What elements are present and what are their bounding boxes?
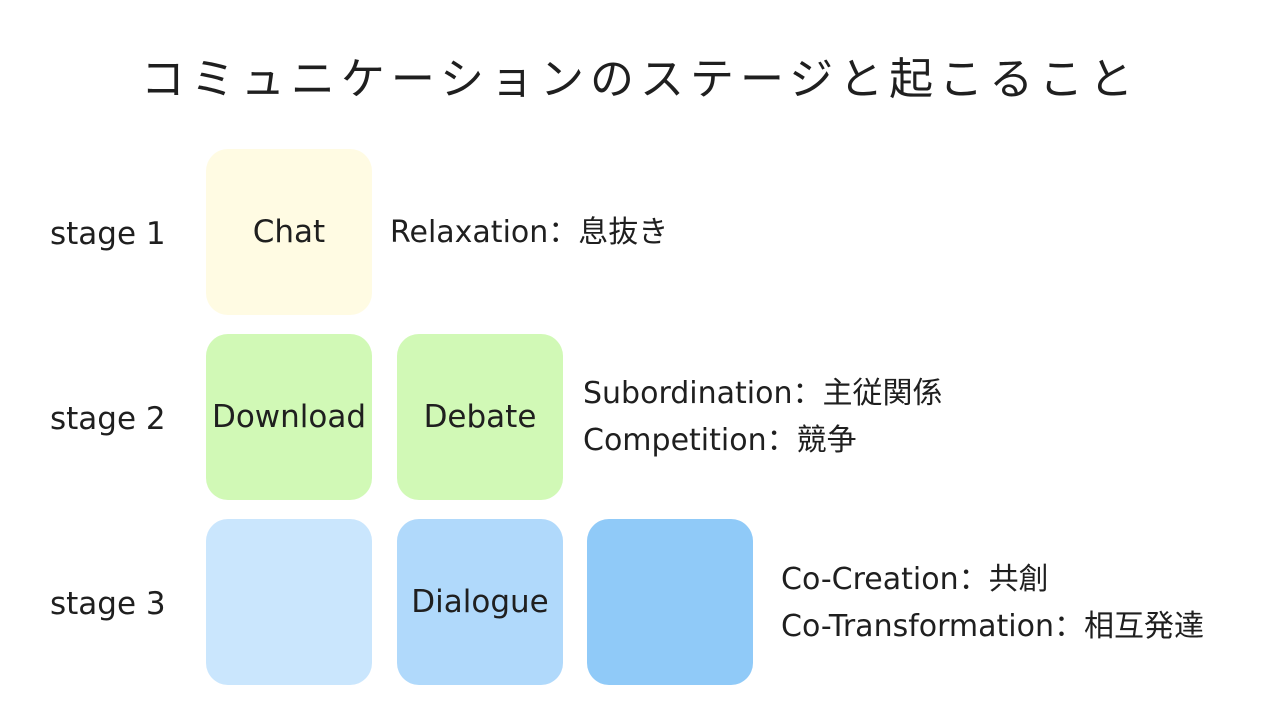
stage-3-left-box	[206, 519, 372, 685]
relaxation-text: Relaxation：息抜き	[390, 215, 669, 250]
dialogue-box: Dialogue	[397, 519, 563, 685]
co-creation-text: Co-Creation：共創	[781, 562, 1049, 597]
page-title: コミュニケーションのステージと起こること	[140, 54, 1140, 105]
co-transformation-text: Co-Transformation：相互発達	[781, 609, 1205, 644]
subordination-text: Subordination：主従関係	[583, 376, 943, 411]
stage-2-label: stage 2	[50, 401, 166, 437]
chat-box: Chat	[206, 149, 372, 315]
stage-1-label: stage 1	[50, 216, 166, 252]
competition-text: Competition：競争	[583, 423, 857, 458]
stage-3-label: stage 3	[50, 586, 166, 622]
debate-box: Debate	[397, 334, 563, 500]
stage-3-right-box	[587, 519, 753, 685]
download-box: Download	[206, 334, 372, 500]
stage-1-description: Relaxation：息抜き	[390, 209, 668, 256]
stage-3-description: Co-Creation：共創 Co-Transformation：相互発達	[781, 556, 1204, 650]
stage-2-description: Subordination：主従関係 Competition：競争	[583, 370, 943, 464]
